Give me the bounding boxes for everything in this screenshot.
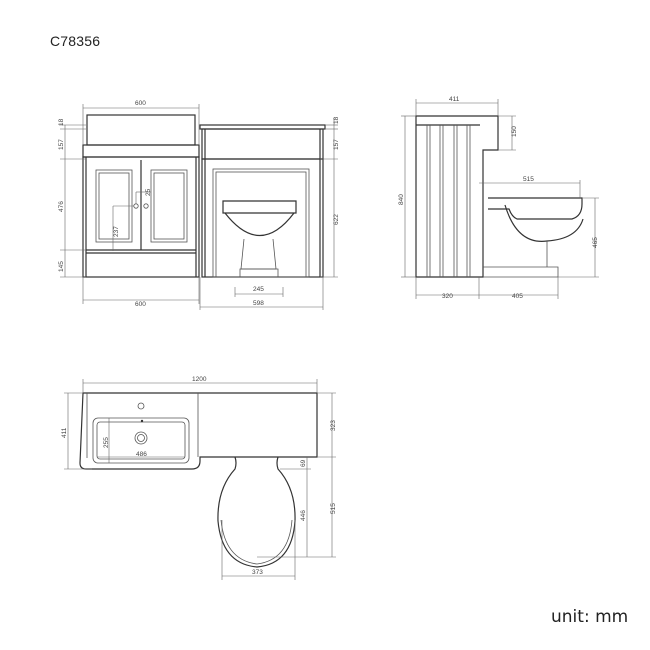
wc-worktop bbox=[199, 124, 326, 130]
basin-plan-outline bbox=[79, 392, 318, 470]
dim-seat-length: 446 bbox=[300, 510, 307, 521]
product-code: C78356 bbox=[50, 33, 101, 49]
wc-unit-body bbox=[201, 158, 324, 278]
handle-left bbox=[133, 203, 139, 209]
dim-vanity-width-top: 600 bbox=[135, 100, 146, 107]
dim-pan-depth: 405 bbox=[512, 293, 523, 300]
dim-plinth-height: 145 bbox=[58, 261, 65, 272]
door-right-panel bbox=[150, 169, 188, 243]
dim-toilet-projection: 515 bbox=[523, 176, 534, 183]
dim-wc-unit-width: 598 bbox=[253, 300, 264, 307]
dim-cistern-drop: 150 bbox=[511, 126, 518, 137]
toilet-seat-side bbox=[488, 197, 583, 220]
basin-bowl bbox=[92, 417, 190, 464]
dim-seat-offset: 69 bbox=[300, 459, 307, 467]
dim-overall-width: 1200 bbox=[192, 376, 207, 383]
dim-toilet-foot-width: 245 bbox=[253, 286, 264, 293]
toilet-seat-plan bbox=[217, 456, 296, 568]
dim-wc-worktop-thickness: 18 bbox=[333, 116, 340, 124]
dim-overall-height: 840 bbox=[398, 194, 405, 205]
dim-overall-depth: 411 bbox=[449, 96, 460, 103]
vanity-carcass bbox=[82, 156, 200, 278]
dim-seat-width: 373 bbox=[252, 569, 263, 576]
dim-worktop-thickness: 18 bbox=[58, 118, 65, 126]
dim-pan-length: 515 bbox=[330, 503, 337, 514]
handle-right bbox=[143, 203, 149, 209]
dim-basin-depth: 411 bbox=[61, 427, 68, 438]
tap-hole bbox=[137, 402, 145, 410]
dim-wc-top-height: 157 bbox=[333, 139, 340, 150]
dim-handle-offset: 25 bbox=[145, 188, 152, 196]
worktop bbox=[82, 144, 200, 158]
dim-wc-unit-depth: 323 bbox=[330, 420, 337, 431]
dim-bowl-depth: 255 bbox=[103, 437, 110, 448]
side-view: 411 840 150 515 465 320 405 bbox=[398, 96, 599, 300]
dim-unit-depth: 320 bbox=[442, 293, 453, 300]
dim-door-height: 476 bbox=[58, 201, 65, 212]
toilet-seat-front bbox=[222, 200, 297, 214]
dim-top-rail-height: 157 bbox=[58, 139, 65, 150]
unit-label: unit: mm bbox=[551, 607, 629, 627]
basin-top bbox=[86, 114, 196, 146]
waste bbox=[134, 431, 148, 445]
front-view: 600 18 157 476 145 25 237 600 18 157 622… bbox=[58, 100, 340, 310]
dim-toilet-height: 465 bbox=[592, 237, 599, 248]
dim-handle-height: 237 bbox=[113, 226, 120, 237]
dim-vanity-width-bottom: 600 bbox=[135, 301, 146, 308]
dim-wc-panel-height: 622 bbox=[333, 214, 340, 225]
plan-view: 1200 411 255 486 323 69 446 515 373 bbox=[61, 376, 337, 580]
dim-bowl-width: 486 bbox=[136, 451, 147, 458]
